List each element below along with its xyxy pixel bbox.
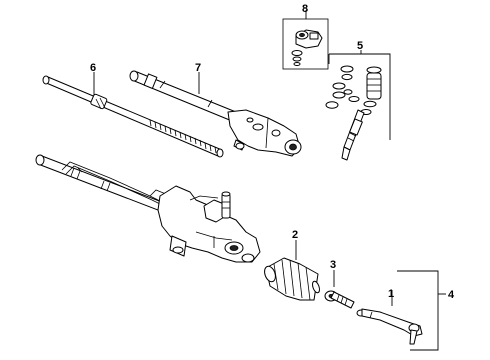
part-3-inner-tie-rod — [324, 270, 355, 309]
callout-3: 3 — [330, 259, 336, 271]
part-6-rack-bar — [42, 72, 224, 158]
callout-1: 1 — [388, 288, 394, 300]
part-8-valve-body — [282, 10, 329, 70]
callout-7: 7 — [195, 62, 201, 74]
callout-4: 4 — [448, 289, 455, 301]
part-2-boot — [264, 240, 320, 301]
part-7-gear-housing — [129, 70, 302, 157]
part-5-pinion-valve — [325, 50, 391, 161]
callout-5: 5 — [357, 40, 363, 52]
steering-gear-assembly — [35, 154, 261, 263]
callout-2: 2 — [292, 229, 298, 241]
callout-8: 8 — [302, 3, 308, 15]
callout-6: 6 — [90, 62, 96, 74]
callout-4-bracket — [397, 270, 446, 351]
part-1-tie-rod-end — [356, 290, 423, 345]
